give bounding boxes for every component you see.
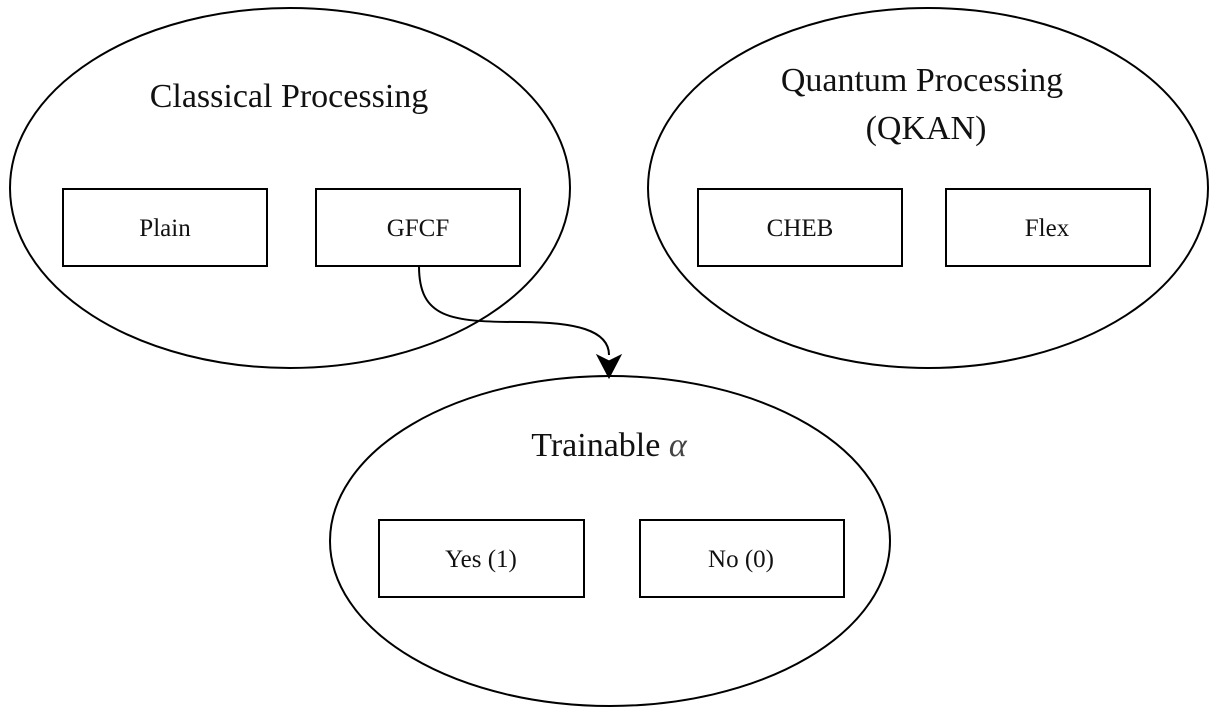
connector-arrowhead-icon xyxy=(595,353,623,380)
classical-processing-ellipse xyxy=(9,7,571,369)
quantum-processing-ellipse xyxy=(647,7,1209,369)
trainable-alpha-title: Trainable α xyxy=(531,427,688,464)
trainable-title-text: Trainable xyxy=(531,427,669,464)
connector-line xyxy=(418,265,610,356)
quantum-processing-title-line-1: Quantum Processing xyxy=(781,62,1063,99)
classical-processing-title: Classical Processing xyxy=(150,78,429,115)
option-label-gfcf: GFCF xyxy=(387,215,450,242)
option-box-cheb[interactable] xyxy=(697,188,903,267)
option-box-plain[interactable] xyxy=(62,188,268,267)
option-label-yes: Yes (1) xyxy=(445,546,517,573)
option-label-plain: Plain xyxy=(139,215,191,242)
option-box-flex[interactable] xyxy=(945,188,1151,267)
option-label-flex: Flex xyxy=(1025,215,1070,242)
option-box-yes[interactable] xyxy=(378,519,585,598)
quantum-processing-title-line-2: (QKAN) xyxy=(866,110,987,147)
quantum-processing-group: Quantum Processing (QKAN) CHEB Flex xyxy=(647,7,1209,369)
trainable-alpha-group: Trainable α Yes (1) No (0) xyxy=(329,375,891,707)
option-box-no[interactable] xyxy=(639,519,845,598)
gfcf-to-trainable-connector xyxy=(418,265,623,380)
option-label-cheb: CHEB xyxy=(767,215,834,242)
alpha-symbol: α xyxy=(669,427,688,464)
option-box-gfcf[interactable] xyxy=(315,188,521,267)
option-label-no: No (0) xyxy=(708,546,774,573)
classical-processing-group: Classical Processing Plain GFCF xyxy=(9,7,571,369)
